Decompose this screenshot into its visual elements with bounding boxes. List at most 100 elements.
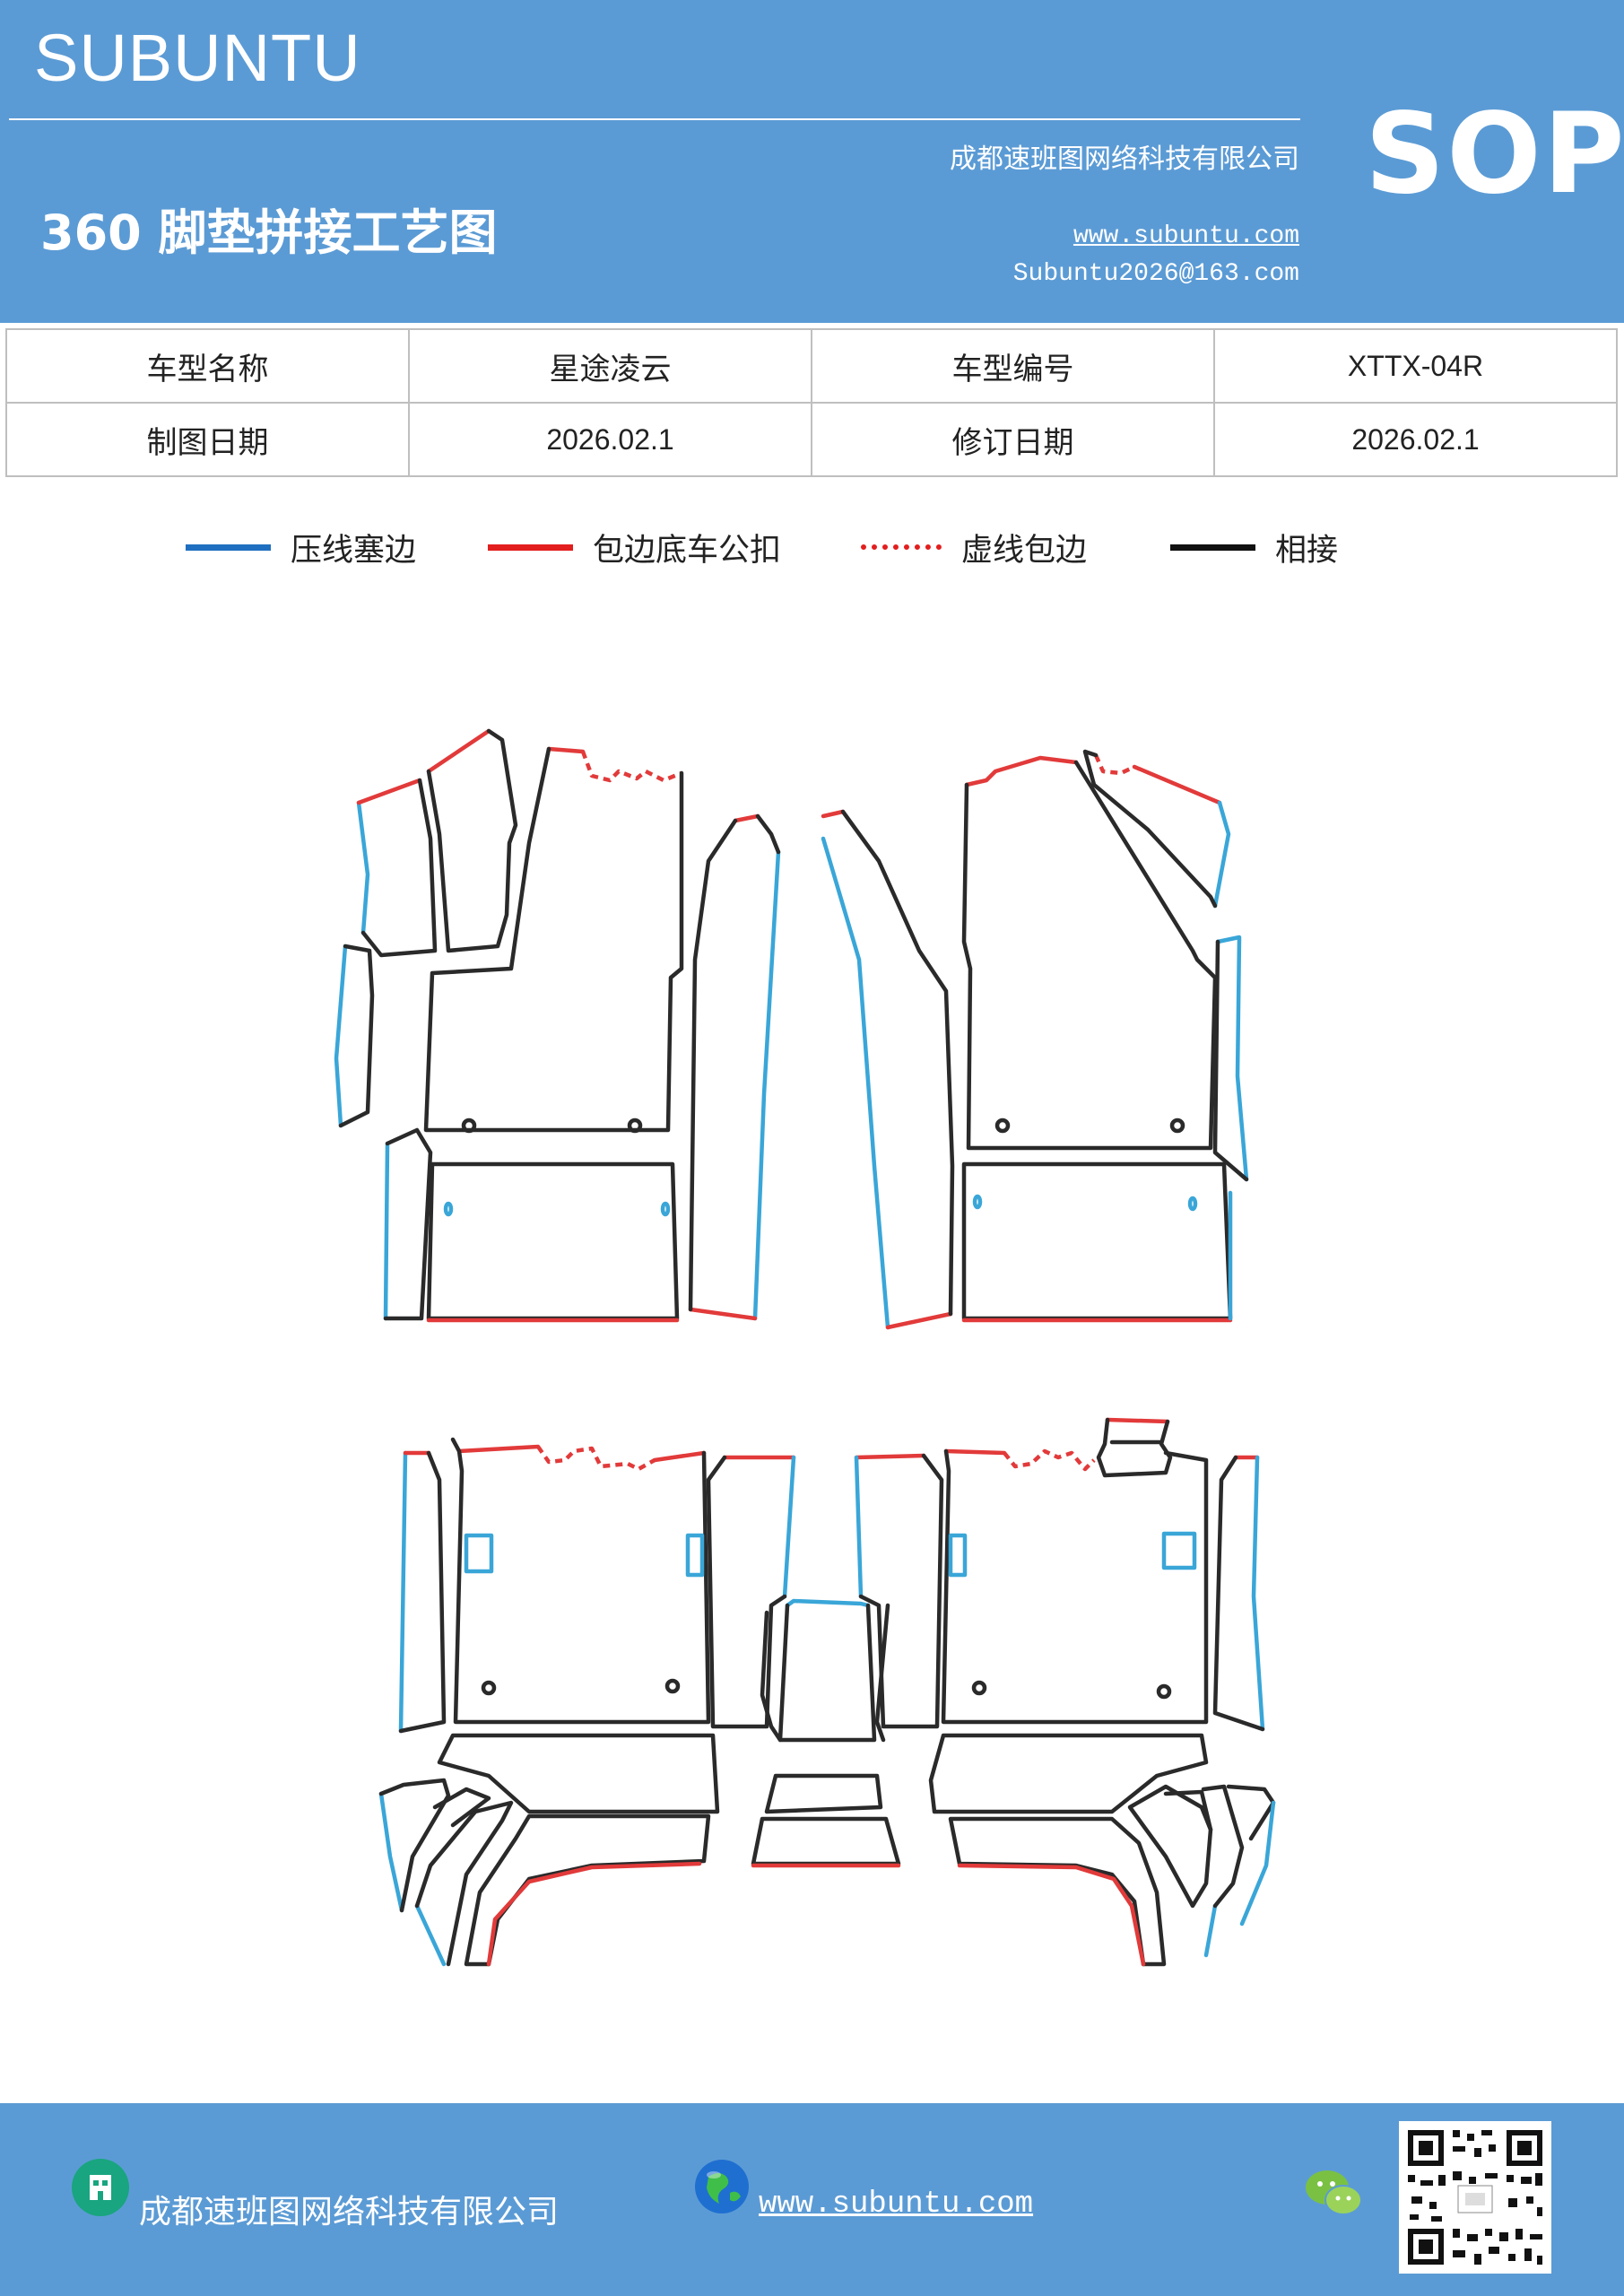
mat-piece: [378, 1778, 451, 1913]
mat-piece-edge: [414, 1903, 447, 1967]
mat-piece-edge: [1105, 1417, 1170, 1424]
legend-swatch-blue: [186, 544, 271, 551]
model-code-value: XTTX-04R: [1213, 328, 1618, 404]
mat-piece: [751, 1816, 901, 1866]
revision-date-label: 修订日期: [811, 402, 1215, 477]
mat-piece: [1212, 1455, 1265, 1732]
qr-code: [1399, 2121, 1551, 2274]
footer-company-name: 成都速班图网络科技有限公司: [139, 2194, 560, 2231]
mat-clip: [972, 1194, 983, 1210]
mat-piece: [840, 809, 955, 1317]
mat-slot: [948, 1533, 968, 1578]
mat-piece: [928, 1733, 1209, 1814]
mat-piece: [338, 944, 375, 1128]
mat-clip: [660, 1201, 671, 1217]
mat-piece: [1226, 1784, 1276, 1841]
mat-piece-edge: [1251, 1455, 1265, 1732]
mat-piece: [961, 760, 1218, 1151]
mat-slot: [685, 1533, 705, 1578]
mat-piece: [464, 1813, 711, 1967]
mat-piece-edge: [398, 1450, 408, 1734]
mat-clip: [1187, 1196, 1198, 1212]
mat-piece-edge: [580, 751, 682, 783]
mat-piece-edge: [546, 746, 586, 754]
mat-piece-edge: [943, 1448, 1007, 1456]
mat-piece: [437, 1733, 720, 1814]
mat-piece-edge: [1215, 935, 1249, 1182]
document-title: 360 脚垫拼接工艺图: [40, 204, 498, 261]
mat-fastener: [994, 1118, 1011, 1134]
mat-piece: [423, 746, 684, 1133]
mat-piece: [688, 813, 781, 1312]
mat-piece-edge: [854, 1455, 864, 1599]
mat-piece: [1082, 749, 1218, 909]
header-divider: [9, 118, 1300, 120]
mat-piece-edge: [356, 778, 422, 805]
front-left-mat-group: [334, 728, 781, 1323]
mat-piece-edge: [1239, 1800, 1276, 1926]
building-icon: [72, 2159, 129, 2216]
mat-fastener: [971, 1680, 987, 1696]
wechat-icon[interactable]: [1302, 2166, 1365, 2220]
mat-piece-edge: [486, 1861, 702, 1967]
mat-slot: [1161, 1531, 1197, 1570]
header-website-link[interactable]: www.subuntu.com: [1073, 222, 1299, 250]
mat-piece-edge: [1003, 1448, 1096, 1472]
mat-piece-edge: [752, 849, 781, 1321]
mat-piece: [1163, 1789, 1213, 1832]
drawing-date-label: 制图日期: [5, 402, 410, 477]
mat-piece: [1212, 939, 1249, 1182]
mat-piece: [858, 1453, 944, 1729]
front-right-mat-group: [821, 749, 1249, 1330]
rear-right-mat-group: [854, 1417, 1276, 1967]
floor-mat-diagram: [334, 728, 1276, 1967]
legend-label: 包边底车公扣: [593, 532, 782, 569]
mat-slot: [464, 1533, 494, 1574]
mat-piece-edge: [652, 1450, 707, 1463]
mat-fastener: [461, 1118, 477, 1134]
mat-piece-edge: [426, 728, 491, 774]
mat-piece: [961, 1161, 1233, 1321]
mat-piece: [1201, 1784, 1245, 1909]
globe-icon: [695, 2160, 749, 2213]
mat-piece: [948, 1816, 1167, 1967]
mat-piece-edge: [957, 1863, 1146, 1967]
sop-badge: SOP: [1365, 90, 1624, 219]
mat-piece-edge: [1203, 1903, 1218, 1958]
drawing-date-value: 2026.02.1: [408, 402, 812, 477]
mat-fastener: [481, 1680, 497, 1696]
legend-item-dotted-edge: 虚线包边: [861, 525, 1087, 570]
mat-piece-edge: [383, 1141, 390, 1321]
model-code-label: 车型编号: [811, 328, 1215, 404]
mat-piece-edge: [821, 809, 846, 819]
header-company-name: 成都速班图网络科技有限公司: [950, 144, 1299, 175]
legend-swatch-red: [488, 544, 573, 551]
mat-fastener: [627, 1118, 643, 1134]
legend-label: 压线塞边: [291, 532, 417, 569]
mat-piece: [414, 1800, 514, 1967]
revision-date-value: 2026.02.1: [1213, 402, 1618, 477]
mat-piece-edge: [964, 755, 1079, 787]
vehicle-info-table: 车型名称 星途凌云 车型编号 XTTX-04R 制图日期 2026.02.1 修…: [5, 328, 1618, 477]
mat-piece: [360, 778, 438, 958]
mat-piece-edge: [456, 1444, 541, 1454]
table-row: 制图日期 2026.02.1 修订日期 2026.02.1: [5, 402, 1618, 477]
legend-label: 相接: [1275, 532, 1339, 569]
header: SUBUNTU 360 脚垫拼接工艺图 成都速班图网络科技有限公司 www.su…: [0, 0, 1624, 323]
mat-piece: [450, 1437, 711, 1725]
mat-piece-edge: [378, 1791, 404, 1913]
mat-piece: [764, 1773, 883, 1814]
mat-piece: [760, 1610, 783, 1743]
mat-piece: [941, 1448, 1209, 1725]
footer-website-link[interactable]: www.subuntu.com: [759, 2187, 1034, 2222]
center-tunnel-group: [751, 1598, 901, 1868]
mat-piece-edge: [1093, 754, 1135, 776]
header-email[interactable]: Subuntu2026@163.com: [1012, 260, 1299, 288]
mat-piece-edge: [821, 836, 890, 1330]
mat-piece: [432, 1787, 491, 1828]
table-row: 车型名称 星途凌云 车型编号 XTTX-04R: [5, 328, 1618, 404]
brand-name: SUBUNTU: [34, 21, 361, 95]
mat-piece-edge: [885, 1311, 953, 1330]
legend-swatch-black: [1170, 544, 1255, 551]
mat-piece-edge: [356, 800, 370, 935]
